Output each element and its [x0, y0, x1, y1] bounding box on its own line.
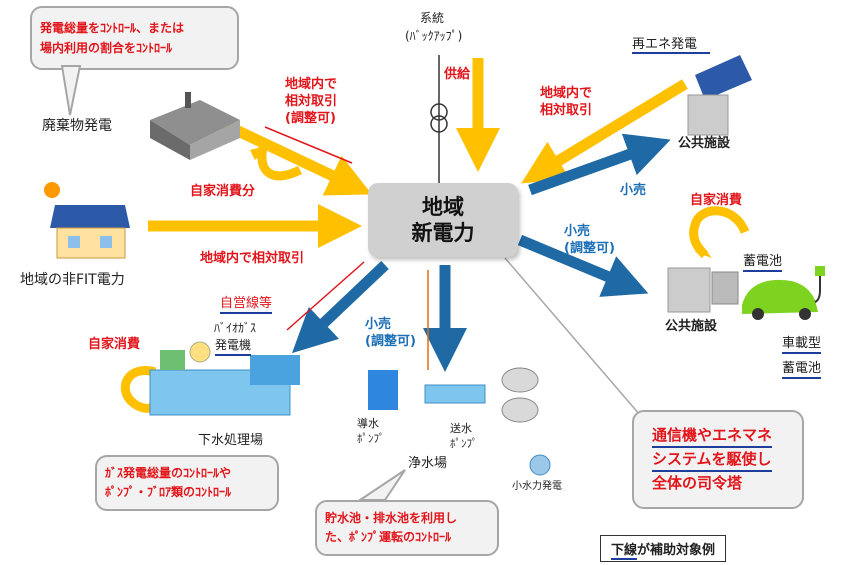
- label-retail-top: 小売: [620, 183, 647, 198]
- sewage-plant-icon: [149, 341, 300, 416]
- callout-text: ﾎﾟﾝﾌﾟ・ﾌﾞﾛｱ類のｺﾝﾄﾛｰﾙ: [105, 485, 232, 499]
- label-retail-adjust-right-2: (調整可): [564, 241, 615, 256]
- center-title-line2: 新電力: [411, 221, 475, 245]
- arrow-renew-to-center: [521, 79, 688, 184]
- callout-text: 場内利用の割合をｺﾝﾄﾛｰﾙ: [40, 41, 173, 55]
- arrow-center-to-facility-bottom: [517, 234, 649, 297]
- label-fit-trade: 地域内で相対取引: [200, 251, 305, 266]
- label-waste-trade-3: (調整可): [285, 111, 336, 126]
- label-self-consumption-left: 自家消費: [88, 337, 141, 352]
- water-plant-icon: [368, 367, 539, 423]
- label-supply-pump-2: ﾎﾟﾝﾌﾟ: [450, 437, 478, 450]
- label-renew-trade-1: 地域内で: [540, 86, 593, 101]
- callout-text: 通信機やエネマネ: [652, 424, 773, 448]
- label-public-facility-bottom: 公共施設: [665, 319, 718, 334]
- waste-plant-icon: [150, 92, 240, 160]
- callout-text: ｶﾞｽ発電総量のｺﾝﾄﾛｰﾙや: [105, 466, 232, 480]
- label-grid: 系統: [420, 11, 445, 25]
- legend-rest: が補助対象例: [637, 543, 716, 558]
- renewable-underline: [632, 52, 710, 54]
- arrow-center-to-sewage: [292, 261, 389, 354]
- label-self-consumption-right: 自家消費: [690, 193, 743, 208]
- label-waste-power: 廃棄物発電: [42, 118, 112, 134]
- small-hydro-icon: [529, 454, 551, 476]
- callout-text: 貯水池・排水池を利用し: [325, 511, 458, 525]
- callout-bottom-center: 貯水池・排水池を利用し た、ﾎﾟﾝﾌﾟ運転のｺﾝﾄﾛｰﾙ: [315, 500, 499, 556]
- center-title-line1: 地域: [422, 195, 464, 219]
- public-facility-icon: [667, 267, 739, 313]
- callout-text: た、ﾎﾟﾝﾌﾟ運転のｺﾝﾄﾛｰﾙ: [325, 530, 452, 544]
- label-supply-pump-1: 送水: [450, 422, 472, 435]
- solar-house-icon: [44, 182, 130, 259]
- label-waste-trade-1: 地域内で: [285, 77, 338, 92]
- callout-bottom-right: 通信機やエネマネ システムを駆使し 全体の司令塔: [632, 410, 804, 509]
- label-biogas-2: 発電機: [215, 337, 252, 356]
- label-retail-adjust-right-1: 小売: [564, 224, 591, 239]
- label-small-hydro: 小水力発電: [512, 481, 562, 492]
- label-grid-backup: (ﾊﾞｯｸｱｯﾌﾟ): [405, 29, 463, 43]
- label-self-use-share: 自家消費分: [190, 184, 256, 199]
- label-vehicle-battery-1: 車載型: [782, 335, 822, 354]
- label-water-plant: 浄水場: [408, 456, 448, 471]
- electric-car-icon: [742, 266, 825, 320]
- label-intake-pump-1: 導水: [357, 417, 379, 430]
- label-sewage: 下水処理場: [198, 433, 264, 448]
- legend-box: 下線が補助対象例: [600, 535, 727, 562]
- label-storage-battery: 蓄電池: [743, 253, 783, 272]
- regional-power-company: 地域 新電力: [368, 183, 518, 257]
- arrow-center-to-facility-top: [528, 133, 671, 196]
- callout-text: 発電総量をｺﾝﾄﾛｰﾙ、または: [40, 21, 185, 35]
- label-intake-pump-2: ﾎﾟﾝﾌﾟ: [357, 432, 385, 445]
- callout-top-left: 発電総量をｺﾝﾄﾛｰﾙ、または 場内利用の割合をｺﾝﾄﾛｰﾙ: [30, 6, 239, 70]
- label-waste-trade-2: 相対取引: [285, 94, 338, 109]
- label-retail-adjust-center-1: 小売: [365, 317, 392, 332]
- label-private-line: 自営線等: [220, 295, 273, 314]
- callout-bottom-left: ｶﾞｽ発電総量のｺﾝﾄﾛｰﾙや ﾎﾟﾝﾌﾟ・ﾌﾞﾛｱ類のｺﾝﾄﾛｰﾙ: [95, 455, 279, 511]
- label-renewable: 再エネ発電: [632, 37, 698, 52]
- label-renew-trade-2: 相対取引: [540, 103, 593, 118]
- label-retail-adjust-center-2: (調整可): [365, 334, 416, 349]
- callout-text: システムを駆使し: [652, 448, 772, 472]
- legend-underline-word: 下線: [611, 543, 638, 560]
- label-non-fit: 地域の非FIT電力: [20, 272, 125, 288]
- callout-text: 全体の司令塔: [652, 474, 743, 492]
- label-biogas-1: ﾊﾞｲｵｶﾞｽ: [214, 321, 257, 335]
- renewable-building-icon: [687, 55, 752, 136]
- label-public-facility-top: 公共施設: [678, 136, 731, 151]
- label-supply: 供給: [444, 67, 471, 82]
- label-vehicle-battery-2: 蓄電池: [782, 360, 822, 379]
